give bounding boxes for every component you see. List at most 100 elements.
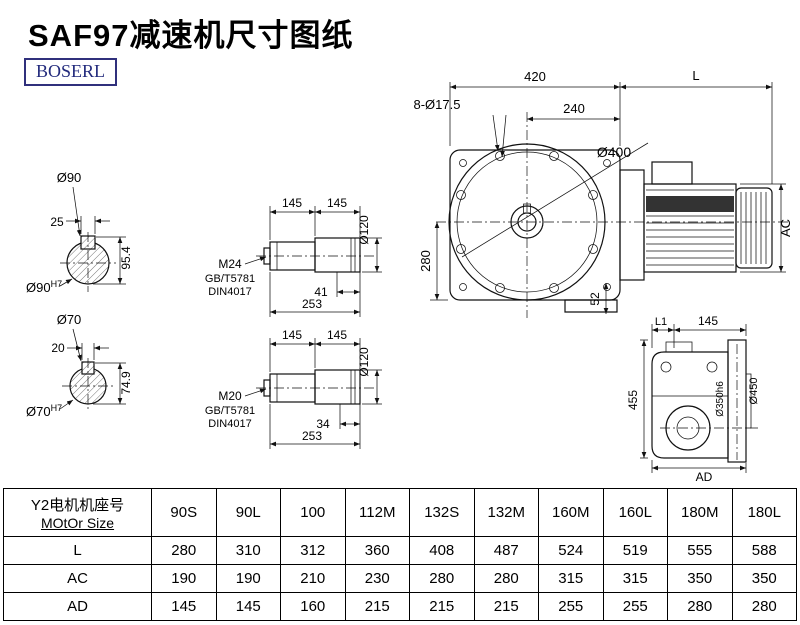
- row-label: AD: [3, 592, 152, 621]
- col-header: 180M: [667, 488, 733, 537]
- col-header: 90L: [215, 488, 281, 537]
- shaft2-std2-label: DIN4017: [208, 418, 251, 430]
- cell: 350: [667, 564, 733, 593]
- cell: 215: [409, 592, 475, 621]
- table-header-row: Y2电机机座号 MOtOr Size 90S 90L 100 112M 132S…: [3, 488, 797, 537]
- motor-adapter: [619, 169, 645, 281]
- table-row-AC: AC 190 190 210 230 280 280 315 315 350 3…: [3, 564, 797, 593]
- cell: 190: [215, 564, 281, 593]
- bore-detail-70: 20 Ø70 74.9 Ø70H7: [26, 312, 133, 419]
- cell: 280: [667, 592, 733, 621]
- dim-d90-label: Ø90: [57, 170, 82, 185]
- shaft1-std2-label: DIN4017: [208, 286, 251, 298]
- col-header: 90S: [151, 488, 217, 537]
- col-header: 112M: [344, 488, 410, 537]
- cell: 215: [473, 592, 539, 621]
- cell: 190: [151, 564, 217, 593]
- col-header: 160L: [602, 488, 668, 537]
- row-label: AC: [3, 564, 152, 593]
- cell: 555: [667, 536, 733, 565]
- dim-455-label: 455: [626, 390, 640, 410]
- bolt-holes: [456, 151, 598, 293]
- dim-L1-label: L1: [655, 316, 667, 328]
- cell: 519: [602, 536, 668, 565]
- fan-cover-slots: [740, 192, 767, 264]
- dim-420-label: 420: [524, 69, 546, 84]
- dim-d90H7-label: Ø90H7: [26, 279, 62, 295]
- housing-foot: [564, 299, 618, 313]
- dim-d70H7-label: Ø70H7: [26, 403, 62, 419]
- cell: 215: [344, 592, 410, 621]
- brand-logo: BOSERL: [24, 58, 118, 86]
- col-header: 180L: [731, 488, 797, 537]
- dim-25-label: 25: [50, 215, 64, 229]
- shaft2-253-label: 253: [302, 429, 322, 443]
- motor: [619, 161, 773, 281]
- shaft2-d120-label: Ø120: [357, 347, 371, 377]
- cell: 524: [538, 536, 604, 565]
- col-header: 160M: [538, 488, 604, 537]
- shaft1-d120-label: Ø120: [357, 215, 371, 245]
- header-cn: Y2电机机座号: [30, 497, 125, 514]
- shaft2-thread-label: M20: [218, 389, 242, 403]
- dim-d70-label: Ø70: [57, 312, 82, 327]
- shaft2-145a-label: 145: [282, 328, 302, 342]
- shaft1-large-section: [314, 237, 361, 273]
- shaft1-145b-label: 145: [327, 196, 347, 210]
- dim-d350-label: Ø350h6: [715, 381, 726, 417]
- dim-52-label: 52: [588, 292, 602, 306]
- cell: 315: [538, 564, 604, 593]
- table-corner-header: Y2电机机座号 MOtOr Size: [3, 488, 152, 537]
- stator-band: [646, 196, 734, 212]
- fan-cover: [735, 187, 773, 269]
- cell: 312: [280, 536, 346, 565]
- cell: 255: [602, 592, 668, 621]
- cell: 160: [280, 592, 346, 621]
- shaft2-std1-label: GB/T5781: [205, 405, 255, 417]
- cell: 145: [215, 592, 281, 621]
- dim-145-side-label: 145: [698, 314, 718, 328]
- dim-AD-label: AD: [696, 470, 713, 484]
- cell: 280: [409, 564, 475, 593]
- cell: 408: [409, 536, 475, 565]
- dim-240-label: 240: [563, 101, 585, 116]
- col-header: 100: [280, 488, 346, 537]
- dim-d450-label: Ø450: [748, 378, 760, 405]
- gear-housing: [651, 351, 729, 459]
- header-en: MOtOr Size: [40, 515, 115, 531]
- cooling-fins: [646, 189, 734, 266]
- cell: 145: [151, 592, 217, 621]
- table-row-L: L 280 310 312 360 408 487 524 519 555 58…: [3, 536, 797, 565]
- col-header: 132S: [409, 488, 475, 537]
- dim-L-label: L: [692, 68, 699, 83]
- terminal-box: [651, 161, 693, 185]
- dim-AC-label: AC: [778, 219, 793, 237]
- cell: 588: [731, 536, 797, 565]
- shaft1-thread-label: M24: [218, 257, 242, 271]
- side-view: L1 145 455 Ø350h6 Ø450 AD: [626, 314, 760, 484]
- shaft2-145b-label: 145: [327, 328, 347, 342]
- page-title: SAF97减速机尺寸图纸: [28, 18, 354, 53]
- dim-d400-label: Ø400: [597, 144, 631, 160]
- dimension-table: Y2电机机座号 MOtOr Size 90S 90L 100 112M 132S…: [3, 488, 797, 621]
- cell: 487: [473, 536, 539, 565]
- row-label: L: [3, 536, 152, 565]
- shaft1-253-label: 253: [302, 297, 322, 311]
- shaft2-large-section: [314, 369, 361, 405]
- shaft1-145a-label: 145: [282, 196, 302, 210]
- cell: 280: [151, 536, 217, 565]
- cell: 315: [602, 564, 668, 593]
- dim-280-label: 280: [418, 250, 433, 272]
- col-header: 132M: [473, 488, 539, 537]
- cell: 310: [215, 536, 281, 565]
- bore-detail-90: 25 Ø90 95.4 Ø90H7: [26, 170, 133, 295]
- cell: 360: [344, 536, 410, 565]
- shaft2-34-label: 34: [316, 417, 330, 431]
- cell: 280: [731, 592, 797, 621]
- dim-20-label: 20: [51, 341, 65, 355]
- shaft1-std1-label: GB/T5781: [205, 273, 255, 285]
- cell: 230: [344, 564, 410, 593]
- shaft-detail-1: 145 145 Ø120 M24 GB/T5781 DIN4017 41 253: [205, 196, 382, 317]
- dim-bolt-holes-label: 8-Ø17.5: [414, 97, 461, 112]
